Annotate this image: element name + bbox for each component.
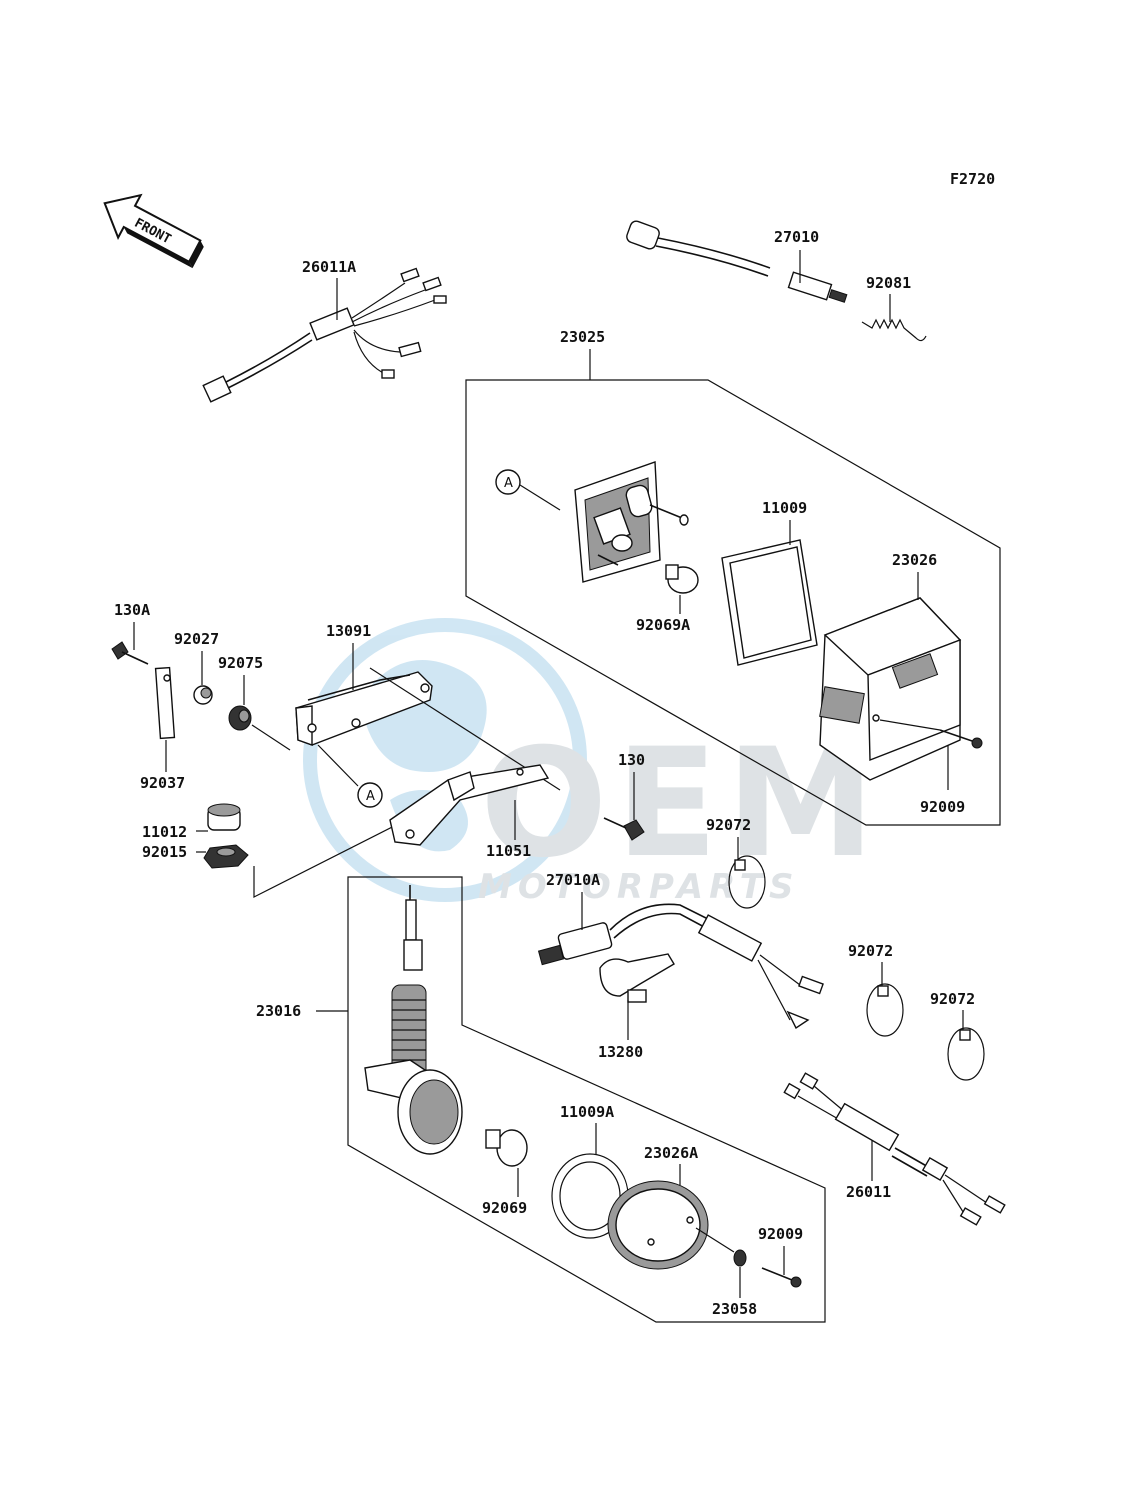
label-92069A: 92069A (636, 616, 690, 634)
bracket-11051 (389, 764, 550, 846)
lamp-base (574, 461, 689, 583)
label-92069: 92069 (482, 1199, 527, 1217)
label-130A: 130A (114, 601, 150, 619)
label-11051: 11051 (486, 842, 531, 860)
label-92037: 92037 (140, 774, 185, 792)
label-92072-c: 92072 (930, 990, 975, 1008)
switch-27010A (537, 903, 824, 1030)
label-92009-a: 92009 (920, 798, 965, 816)
spring-92081 (861, 318, 927, 342)
figure-code: F2720 (950, 170, 995, 188)
ref-marker-a2 (357, 782, 383, 808)
collar-11012 (207, 803, 241, 831)
label-27010: 27010 (774, 228, 819, 246)
assembly-outline-23025 (465, 379, 1001, 826)
grommet-92075 (228, 705, 252, 731)
washer-23058 (733, 1249, 747, 1267)
label-92015: 92015 (142, 843, 187, 861)
label-11009: 11009 (762, 499, 807, 517)
label-13091: 13091 (326, 622, 371, 640)
bracket-13091 (295, 671, 433, 746)
label-92081: 92081 (866, 274, 911, 292)
bolt-130 (603, 817, 645, 841)
watermark-brand: OEM (480, 717, 883, 891)
wiring-harness-26011A (202, 267, 447, 403)
lens-23026A (607, 1180, 709, 1270)
label-26011A: 26011A (302, 258, 356, 276)
label-92075: 92075 (218, 654, 263, 672)
label-92027: 92027 (174, 630, 219, 648)
gasket-11009 (721, 539, 818, 666)
label-23026: 23026 (892, 551, 937, 569)
clamp-92072-c (947, 1027, 985, 1081)
clamp-92072-a (728, 855, 766, 909)
screw-92009-b (761, 1267, 802, 1288)
bulb-92069A (665, 564, 699, 594)
label-23058: 23058 (712, 1300, 757, 1318)
bolt-130A (111, 641, 149, 665)
label-11009A: 11009A (560, 1103, 614, 1121)
label-130: 130 (618, 751, 645, 769)
watermark-tagline: MOTORPARTS (478, 867, 799, 907)
signal-lamp-body (364, 885, 463, 1155)
label-26011: 26011 (846, 1183, 891, 1201)
holder-13280 (599, 953, 675, 1003)
watermark: OEM MOTORPARTS (303, 618, 883, 907)
label-11012: 11012 (142, 823, 187, 841)
label-23026A: 23026A (644, 1144, 698, 1162)
bulb-92069 (485, 1129, 528, 1167)
front-arrow-icon: FRONT (103, 193, 204, 269)
clamp-92072-b (866, 983, 904, 1037)
label-92072-b: 92072 (848, 942, 893, 960)
wiring-harness-26011 (783, 1072, 1006, 1226)
nut-92015 (203, 844, 249, 869)
label-92072-a: 92072 (706, 816, 751, 834)
ref-marker-a2-label: A (366, 789, 375, 804)
label-92009-b: 92009 (758, 1225, 803, 1243)
screw-92009-a (939, 729, 983, 749)
ref-marker-a1-label: A (504, 476, 513, 491)
label-13280: 13280 (598, 1043, 643, 1061)
plate-92037 (154, 666, 176, 740)
label-23025: 23025 (560, 328, 605, 346)
label-27010A: 27010A (546, 871, 600, 889)
ref-marker-a1 (495, 469, 521, 495)
switch-27010 (626, 220, 848, 303)
collar-92027 (193, 685, 213, 705)
label-23016: 23016 (256, 1002, 301, 1020)
lens-23026 (819, 597, 962, 781)
assembly-outline-23016 (347, 876, 826, 1323)
